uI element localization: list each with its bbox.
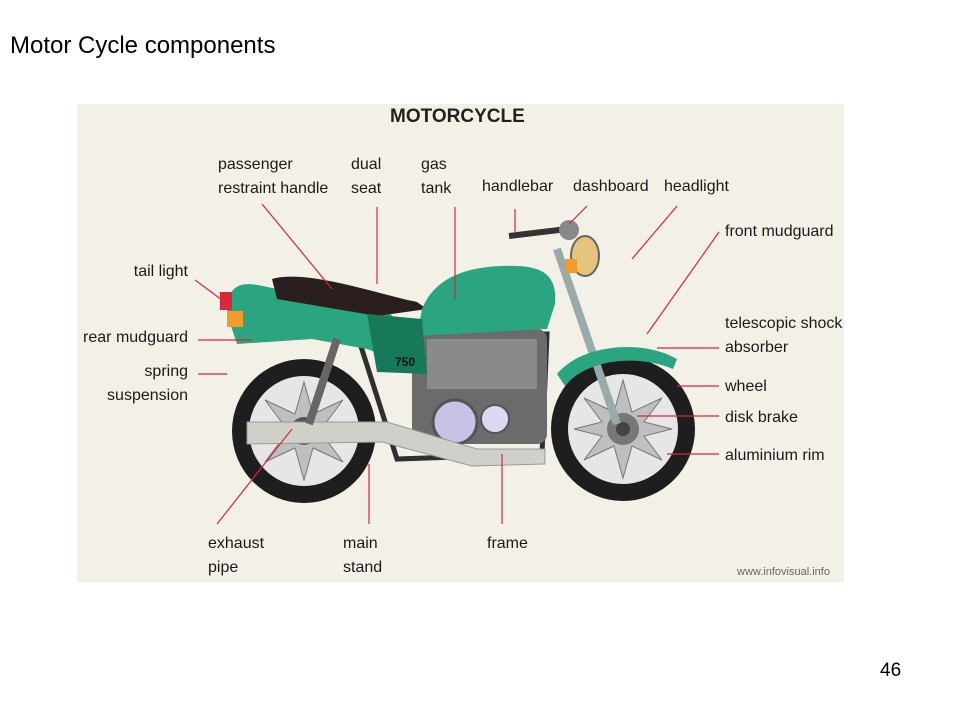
front-fork [553,247,621,426]
label-aluminium-rim: aluminium rim [725,447,825,464]
label-disk-brake: disk brake [725,409,798,426]
label-wheel: wheel [725,378,767,395]
seat-shape [272,276,427,316]
front-mudguard-shape [557,347,677,386]
label-headlight: headlight [664,178,729,195]
front-wheel [551,357,695,501]
motorcycle-diagram: 750 [77,104,844,582]
label-tail-light: tail light [133,263,188,280]
label-front-mudguard: front mudguard [725,223,834,240]
handlebar-shape [508,226,568,239]
motorcycle-illustration: 750 [194,203,720,525]
label-rear-mudguard: rear mudguard [83,329,188,346]
label-frame: frame [487,535,528,552]
page-number: 46 [880,660,902,681]
label-dashboard: dashboard [573,178,649,195]
tail-light-shape [220,292,232,310]
gas-tank-shape [417,265,556,336]
exhaust-pipe-shape [246,421,546,467]
engine [412,329,547,446]
dashboard-shape [559,220,579,240]
diagram-title: MOTORCYCLE [390,106,525,127]
watermark: www.infovisual.info [737,566,830,578]
headlight-shape [570,235,600,277]
engine-number: 750 [395,355,415,369]
leader-lines [194,203,720,525]
side-cover [367,314,427,374]
label-handlebar: handlebar [482,178,554,195]
slide-title: Motor Cycle components [10,32,276,59]
rear-spring [305,337,341,426]
